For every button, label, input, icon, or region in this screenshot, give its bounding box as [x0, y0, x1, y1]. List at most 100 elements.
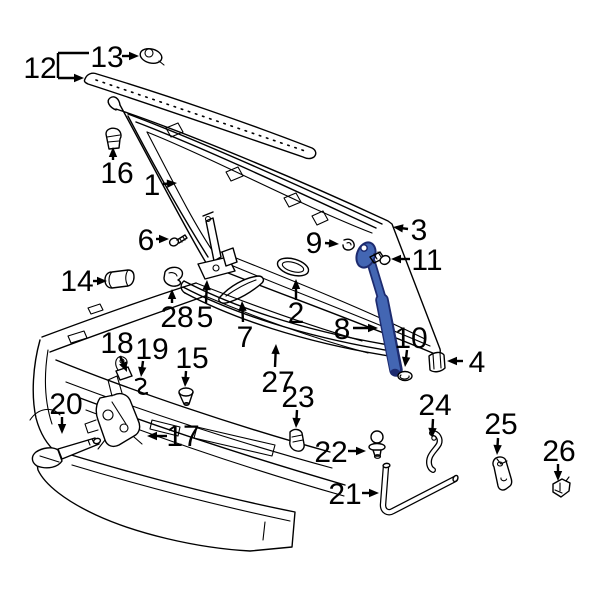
hood-panel-shape	[146, 131, 215, 254]
callout-14[interactable]: 14	[60, 265, 107, 298]
hood-panel-shape	[283, 192, 302, 208]
part-6-bolt-shape	[168, 237, 180, 247]
part-28-clip	[163, 266, 184, 287]
callout-arrowhead	[202, 280, 211, 291]
callout-number-28: 28	[160, 301, 193, 334]
hood-latch-assembly-shape	[84, 419, 99, 434]
callout-arrowhead	[271, 344, 280, 355]
callout-arrowhead	[166, 179, 177, 188]
callout-number-14: 14	[60, 265, 93, 298]
hood-hinge	[197, 211, 238, 280]
part-21-prop-rod-shape	[382, 462, 391, 469]
part-22-ball-stud-shape	[370, 430, 384, 444]
callout-leader-line	[273, 351, 277, 368]
hinge-cover-blade-shape	[218, 275, 265, 304]
callout-arrowhead	[292, 417, 301, 428]
callout-17[interactable]: 17	[147, 420, 200, 453]
part-9-clip-shape	[342, 238, 355, 251]
callout-arrowhead	[291, 279, 301, 289]
callout-15[interactable]: 15	[175, 342, 209, 387]
callout-3[interactable]: 3	[393, 214, 427, 247]
callout-22[interactable]: 22	[314, 436, 366, 469]
callout-arrowhead	[328, 239, 339, 248]
part-24-hook-shape	[431, 435, 437, 441]
callout-27[interactable]: 27	[261, 344, 295, 399]
callout-24[interactable]: 24	[418, 389, 452, 438]
callout-number-20: 20	[49, 388, 82, 421]
callout-arrowhead	[393, 224, 404, 233]
callout-arrowhead	[402, 356, 411, 367]
part-25-bracket-shape	[492, 456, 513, 491]
callout-19[interactable]: 19	[135, 333, 169, 377]
hood-panel	[107, 96, 441, 356]
callout-9[interactable]: 9	[306, 227, 339, 260]
part-21-prop-rod-shape	[380, 464, 457, 515]
callout-28[interactable]: 28	[160, 289, 194, 334]
part-14-bumper	[104, 269, 135, 289]
part-10-grommet	[397, 370, 413, 382]
callout-20[interactable]: 20	[49, 388, 83, 434]
front-body-shape	[49, 295, 206, 353]
strut-lower-end	[390, 368, 400, 376]
callout-12[interactable]: 12	[23, 51, 89, 85]
part-13-clip-shape	[139, 48, 163, 64]
gas-strut-highlighted[interactable]	[353, 240, 403, 377]
hood-panel-shape	[127, 115, 209, 258]
callout-arrowhead	[356, 446, 366, 456]
callout-arrowhead	[181, 376, 190, 387]
hood-panel-shape	[311, 210, 329, 226]
callout-26[interactable]: 26	[542, 435, 576, 481]
part-11-bolt-shape	[373, 251, 382, 260]
callout-arrowhead	[493, 444, 502, 455]
cowl-seal-strip-shape	[182, 286, 392, 352]
callout-16[interactable]: 16	[100, 147, 134, 190]
callout-number-25: 25	[484, 408, 517, 441]
part-19-clip-shape	[134, 377, 149, 395]
part-14-bumper-shape	[108, 271, 113, 289]
callout-18[interactable]: 18	[100, 327, 134, 372]
part-25-bracket-shape	[500, 477, 508, 482]
part-6-bolt-shape	[176, 234, 188, 244]
callout-arrowhead	[108, 147, 118, 157]
callout-25[interactable]: 25	[484, 408, 518, 455]
callout-5[interactable]: 5	[197, 280, 214, 334]
callout-13[interactable]: 13	[90, 41, 139, 74]
callout-arrowhead	[447, 356, 457, 366]
hood-hinge-shape	[221, 247, 238, 267]
callout-number-12: 12	[23, 52, 56, 85]
part-4-clip	[428, 351, 446, 373]
part-9-clip-shape	[346, 242, 352, 246]
callout-11[interactable]: 11	[391, 244, 443, 277]
callout-number-26: 26	[542, 435, 575, 468]
hood-latch-assembly	[84, 375, 143, 450]
hood-latch-assembly-shape	[95, 392, 141, 448]
callout-4[interactable]: 4	[447, 346, 485, 379]
callout-1[interactable]: 1	[144, 169, 177, 202]
callout-arrowhead	[138, 366, 147, 377]
hinge-cover-blade	[218, 275, 265, 304]
callout-number-3: 3	[411, 214, 428, 247]
callout-number-22: 22	[314, 436, 347, 469]
callout-10[interactable]: 10	[394, 322, 428, 367]
callout-number-4: 4	[469, 346, 486, 379]
part-23-clip-shape	[291, 434, 304, 443]
callout-arrowhead	[74, 73, 84, 83]
cowl-seal-strip-shape	[180, 280, 186, 294]
callout-6[interactable]: 6	[138, 224, 169, 257]
callout-7[interactable]: 7	[237, 301, 254, 354]
part-24-hook	[426, 430, 443, 473]
hood-weatherstrip-shape	[95, 79, 306, 152]
part-13-clip-shape	[158, 60, 165, 66]
callout-arrowhead	[147, 431, 157, 441]
part-4-clip-shape	[432, 352, 442, 370]
part-16-bumper	[105, 127, 122, 150]
callout-2[interactable]: 2	[288, 279, 305, 330]
part-19-clip	[134, 377, 149, 395]
hood-panel-shape	[127, 113, 383, 225]
callout-8[interactable]: 8	[334, 313, 378, 346]
callout-23[interactable]: 23	[281, 381, 315, 428]
front-bumper-shape	[71, 464, 291, 522]
callout-21[interactable]: 21	[328, 478, 379, 511]
hood-panel-shape	[213, 257, 431, 347]
